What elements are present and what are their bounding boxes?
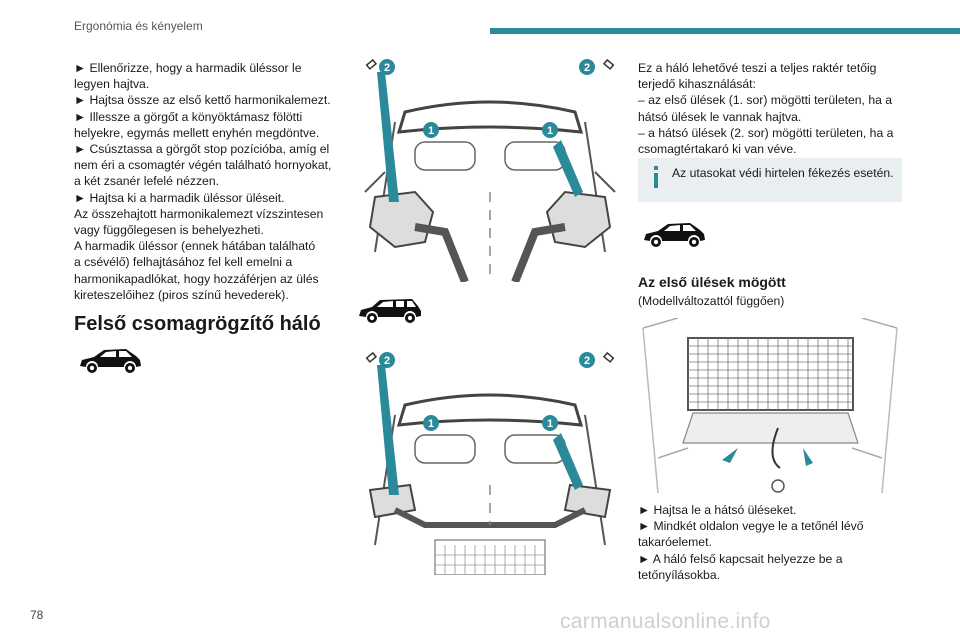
text-line: helyekre, egymás mellett enyhén megdöntv… <box>74 125 320 140</box>
text-line: kireteszelőihez (piros színű hevederek). <box>74 287 289 302</box>
text-line: ► Hajtsa össze az első kettő harmonikale… <box>74 93 331 108</box>
text-line: ► Hajtsa le a hátsó üléseket. <box>638 503 797 517</box>
callout-2-badge: 2 <box>384 62 390 74</box>
callout-2-badge: 2 <box>384 355 390 367</box>
roller-blind-diagram-bottom: 2 1 1 2 <box>365 351 615 575</box>
text-line: A harmadik üléssor (ennek hátában találh… <box>74 239 316 254</box>
car-suv-icon <box>644 223 705 247</box>
text-line: tetőnyílásokba. <box>638 567 720 582</box>
page-number: 78 <box>30 608 44 622</box>
text-line: vagy függőlegesen is behelyezheti. <box>74 223 264 238</box>
text-line: nem éri a csomagtér végén található horn… <box>74 158 332 173</box>
running-header: Ergonómia és kényelem <box>74 19 203 33</box>
callout-2-badge: 2 <box>584 62 590 74</box>
text-line: terjedő kihasználását: <box>638 77 756 92</box>
text-line: ► Csúsztassa a görgőt stop pozícióba, am… <box>74 142 330 157</box>
text-line: a két zsanér lefelé nézzen. <box>74 174 219 189</box>
text-line: hátsó ülések le vannak hajtva. <box>638 109 802 124</box>
callout-1-badge: 1 <box>547 418 553 430</box>
text-line: ► Mindkét oldalon vegye le a tetőnél lév… <box>638 519 864 534</box>
callout-2-badge: 2 <box>584 355 590 367</box>
text-line: legyen hajtva. <box>74 77 150 92</box>
instructions-bottom: ► Hajtsa le a hátsó üléseket. ► Mindkét … <box>638 502 902 583</box>
callout-1-badge: 1 <box>428 418 434 430</box>
info-note-text: Az utasokat védi hirtelen fékezés esetén… <box>672 166 894 180</box>
subsection-note: (Modellváltozattól függően) <box>638 294 785 308</box>
info-icon <box>654 166 658 188</box>
text-line: – a hátsó ülések (2. sor) mögötti terüle… <box>638 125 894 140</box>
text-line: ► Hajtsa ki a harmadik üléssor üléseit. <box>74 190 285 205</box>
header-accent-bar <box>490 28 960 34</box>
roller-blind-diagram-top: 2 1 1 2 <box>364 58 616 282</box>
text-line: takaróelemet. <box>638 535 712 550</box>
text-line: csomagtértakaró ki van véve. <box>638 142 797 157</box>
car-mpv-icon <box>359 299 421 323</box>
section-title: Felső csomagrögzítő háló <box>74 313 321 335</box>
info-note-box <box>638 158 902 202</box>
instructions-column-1: ► Ellenőrizze, hogy a harmadik üléssor l… <box>74 60 336 303</box>
text-line: Ez a háló lehetővé teszi a teljes raktér… <box>638 61 877 75</box>
text-line: a csévélő) felhajtásához fel kell emelni… <box>74 255 293 270</box>
text-line: harmonikapadlókat, hogy hozzáférjen az ü… <box>74 271 319 286</box>
text-line: Az összehajtott harmonikalemezt vízszint… <box>74 206 324 221</box>
text-line: – az első ülések (1. sor) mögötti terüle… <box>638 93 893 108</box>
callout-1-badge: 1 <box>428 125 434 137</box>
car-suv-icon <box>80 349 141 373</box>
text-line: ► Ellenőrizze, hogy a harmadik üléssor l… <box>74 61 302 75</box>
text-line: ► Illessze a görgőt a könyöktámasz fölöt… <box>74 109 303 124</box>
callout-1-badge: 1 <box>547 125 553 137</box>
cargo-net-illustration <box>642 318 898 494</box>
subsection-title: Az első ülések mögött <box>638 274 786 290</box>
instructions-column-3: Ez a háló lehetővé teszi a teljes raktér… <box>638 60 902 157</box>
text-line: ► A háló felső kapcsait helyezze be a <box>638 551 843 566</box>
watermark: carmanualsonline.info <box>560 610 771 633</box>
